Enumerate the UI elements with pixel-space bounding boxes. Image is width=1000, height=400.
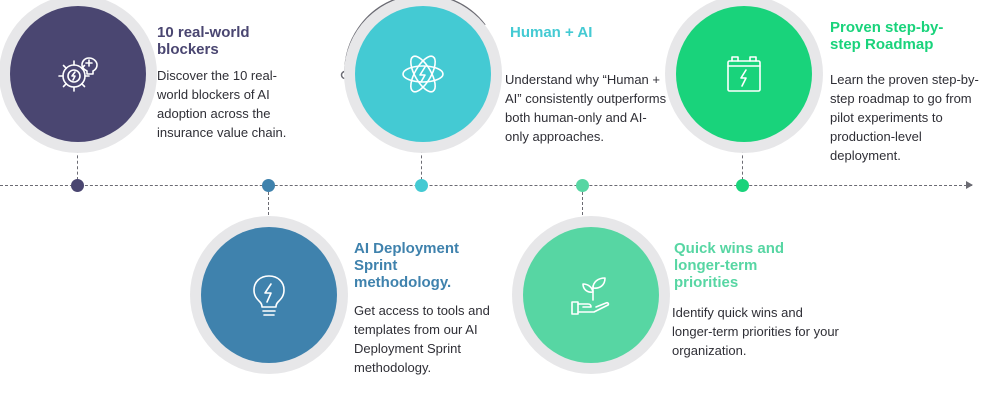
step-circle-human-ai: [344, 0, 502, 153]
hand-plant-icon: [566, 270, 616, 320]
step-disc: [523, 227, 659, 363]
step-disc: [676, 6, 812, 142]
step-title-blockers: 10 real-world blockers: [157, 24, 250, 58]
lightbulb-bolt-icon: [244, 270, 294, 320]
connector-line: [742, 150, 743, 180]
timeline-dot-quick-wins: [576, 179, 589, 192]
timeline-arrowhead: [966, 181, 973, 189]
gear-brain-icon: [53, 49, 103, 99]
step-title-quick-wins: Quick wins and longer-term priorities: [674, 240, 785, 291]
atom-bolt-icon: [398, 49, 448, 99]
timeline-axis: [0, 185, 972, 186]
connector-line: [268, 192, 269, 220]
step-desc-blockers: Discover the 10 real-world blockers of A…: [157, 68, 287, 140]
step-disc: [355, 6, 491, 142]
timeline-dot-blockers: [71, 179, 84, 192]
step-circle-sprint: [190, 216, 348, 374]
step-title-roadmap: Proven step-by-step Roadmap: [830, 19, 944, 53]
step-circle-quick-wins: [512, 216, 670, 374]
step-desc-sprint: Get access to tools and templates from o…: [354, 303, 490, 375]
step-desc-human-ai: Understand why “Human + AI” consistently…: [505, 72, 667, 144]
step-circle-roadmap: [665, 0, 823, 153]
connector-line: [421, 150, 422, 180]
step-title-sprint: AI Deployment Sprint methodology.: [354, 240, 460, 291]
step-disc: [201, 227, 337, 363]
battery-bolt-icon: [719, 49, 769, 99]
timeline-dot-human-ai: [415, 179, 428, 192]
connector-line: [582, 192, 583, 220]
step-desc-roadmap: Learn the proven step-by-step roadmap to…: [830, 72, 979, 163]
timeline-dot-roadmap: [736, 179, 749, 192]
step-desc-quick-wins: Identify quick wins and longer-term prio…: [672, 305, 839, 358]
timeline-dot-sprint: [262, 179, 275, 192]
step-circle-blockers: [0, 0, 157, 153]
step-disc: [10, 6, 146, 142]
step-title-human-ai: Human + AI: [510, 24, 593, 41]
connector-line: [77, 150, 78, 180]
